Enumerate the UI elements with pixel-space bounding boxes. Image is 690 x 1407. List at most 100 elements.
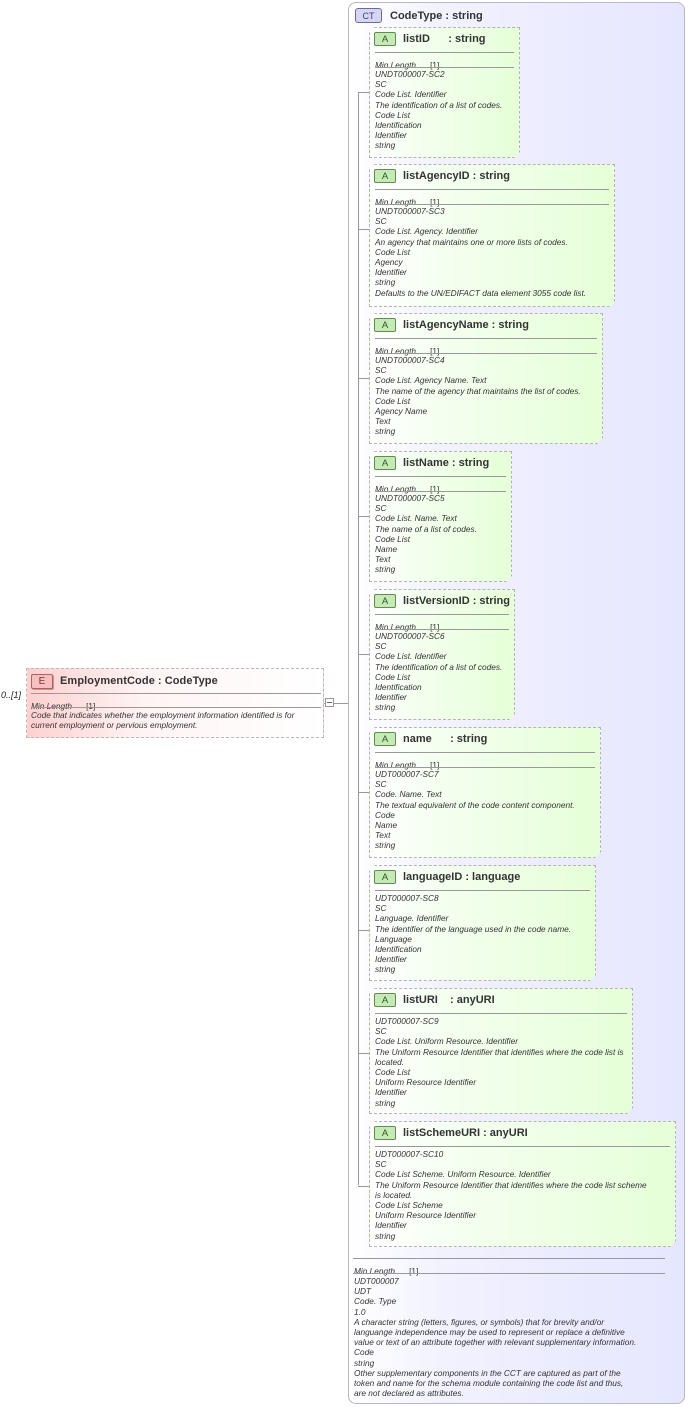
doc-line: SC [375,365,387,376]
element-header: E EmploymentCode:CodeType [31,672,218,690]
doc-line: string [354,1357,375,1368]
doc-line: token and name for the schema module con… [354,1378,624,1389]
doc-line: The identification of a list of codes. [375,99,503,110]
divider [375,629,509,630]
facet-key: Min Length [375,484,417,494]
connector-line [358,92,369,93]
doc-line: Agency [375,257,403,268]
doc-line: The name of the agency that maintains th… [375,385,581,396]
doc-line: is located. [375,1189,413,1200]
doc-line: Code List [375,1067,411,1078]
doc-line: SC [375,641,387,652]
doc-line: Text [375,416,391,427]
facet-key: Min Length [31,701,73,711]
attribute-badge-icon: A [374,1126,396,1140]
attribute-title: listAgencyID : string [403,170,510,182]
element-badge-icon: E [31,673,53,689]
attribute-badge-icon: A [374,456,396,470]
attribute-title: listName : string [403,457,490,469]
doc-line: string [375,840,396,851]
element-separator: : [157,675,162,687]
doc-line: SC [375,903,387,914]
divider [375,767,595,768]
connector-line [358,516,369,517]
doc-line: string [375,426,396,437]
divider [375,752,595,753]
facet-value: [1] [430,60,440,70]
doc-line: Code List [375,671,411,682]
attribute-badge-icon: A [374,993,396,1007]
facet-key: Min Length [375,346,417,356]
element-box[interactable]: E EmploymentCode:CodeType Min Length[1] … [26,668,324,738]
doc-line: Language. Identifier [375,913,449,924]
doc-line: SC [375,779,387,790]
doc-line: UDT000007-SC9 [375,1016,439,1026]
doc-line: The Uniform Resource Identifier that ide… [375,1046,624,1057]
collapse-minus-icon[interactable] [325,698,334,707]
doc-line: Code List [375,395,411,406]
attribute-title: listURI : anyURI [403,994,495,1006]
doc-line: Uniform Resource Identifier [375,1077,476,1088]
divider [31,707,321,708]
doc-line: Code List. Agency Name. Text [375,375,487,386]
doc-line: UNDT000007-SC6 [375,631,445,641]
doc-line: Identifier [375,1087,407,1098]
doc-line: UDT000007-SC7 [375,769,439,779]
facet-key: Min Length [375,622,417,632]
doc-line: string [375,1230,396,1241]
attribute-facet: Min Length[1] [375,479,439,497]
doc-line: UDT000007-SC10 [375,1149,444,1159]
facet-value: [1] [409,1266,419,1276]
connector-line [358,1186,369,1187]
doc-line: string [375,564,396,575]
doc-line: Defaults to the UN/EDIFACT data element … [375,287,587,298]
attribute-badge-icon: A [374,32,396,46]
doc-line: UNDT000007-SC2 [375,69,445,79]
attribute-title: languageID : language [403,871,521,883]
doc-line: The name of a list of codes. [375,523,477,534]
doc-line: UDT000007 [354,1276,399,1286]
doc-line: Identifier [375,954,407,965]
divider [375,890,590,891]
doc-line: 1.0 [354,1306,366,1317]
divider [375,52,514,53]
divider [375,67,514,68]
doc-line: UNDT000007-SC3 [375,206,445,216]
doc-line: UNDT000007-SC4 [375,355,445,365]
doc-line: Code List. Uniform Resource. Identifier [375,1036,518,1047]
connector-line [358,792,369,793]
facet-value: [1] [86,701,96,711]
doc-line: Text [375,830,391,841]
connector-line [358,229,369,230]
doc-line: Agency Name [375,406,428,417]
doc-line: string [375,964,396,975]
doc-line: Code [354,1347,374,1358]
facet-value: [1] [430,760,440,770]
doc-line: SC [375,1159,387,1170]
connector-line [358,1053,369,1054]
doc-line: Identification [375,944,422,955]
doc-line: string [375,140,396,151]
doc-line: Code List. Identifier [375,89,447,100]
doc-line: Code [375,809,395,820]
doc-line: Name [375,820,398,831]
